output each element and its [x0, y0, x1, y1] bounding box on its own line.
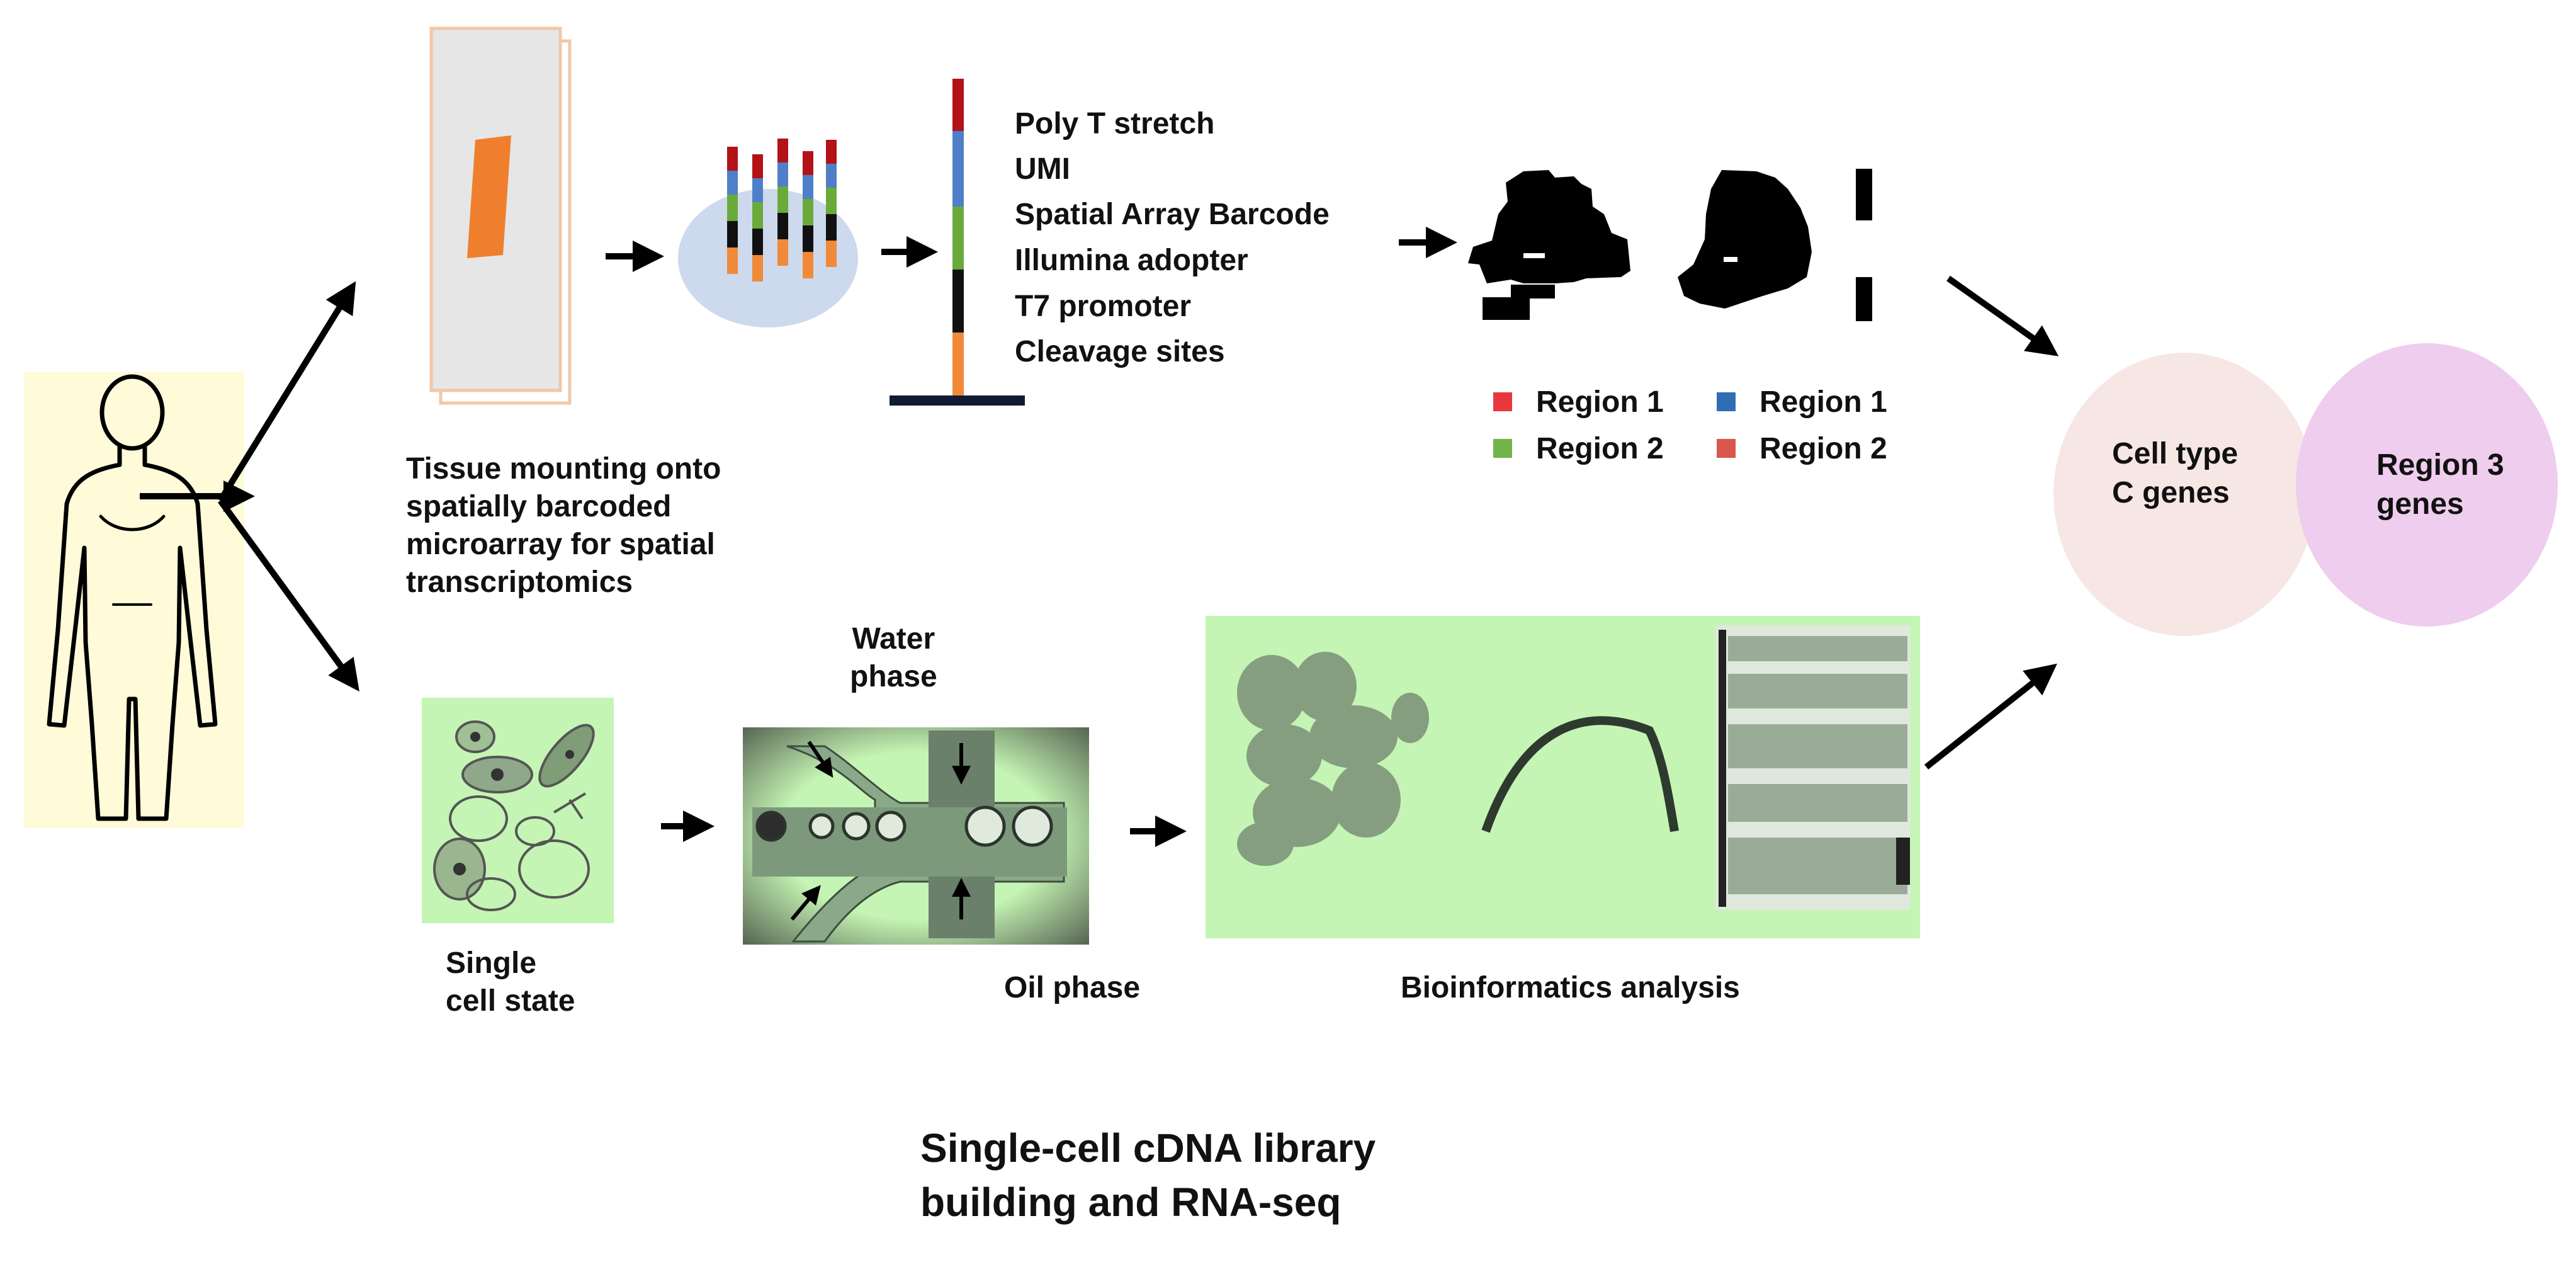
- arrow-to-spatial: [217, 281, 356, 503]
- spatial-map-left: [1468, 170, 1630, 320]
- bioinformatics-panel: [1206, 616, 1920, 938]
- probe-label-cleavage: Cleavage sites: [1015, 335, 1225, 368]
- branch-arrows: [140, 281, 359, 692]
- microfluidic-chip-icon: [743, 727, 1089, 945]
- caption-water-phase: Water phase: [850, 622, 937, 693]
- caption-oil-phase: Oil phase: [1004, 971, 1141, 1004]
- probe-label-t7: T7 promoter: [1015, 290, 1192, 323]
- arrow-to-single-cell: [217, 499, 359, 692]
- legend-swatches: [1493, 392, 1736, 458]
- probe-label-umi: UMI: [1015, 152, 1070, 186]
- legend-swatch-region2-green: [1493, 439, 1512, 458]
- barcode-array-icon: [678, 139, 858, 327]
- caption-tissue-mounting: Tissue mounting onto spatially barcoded …: [406, 452, 721, 599]
- arrow-analysis-to-venn: [1924, 663, 2057, 770]
- top-flow-arrows: [606, 227, 1457, 272]
- legend-label-region2-green: Region 2: [1536, 432, 1664, 465]
- legend-swatch-region1-blue: [1717, 392, 1736, 411]
- probe-label-illumina: Illumina adopter: [1015, 244, 1248, 277]
- heatmap-plot: [1715, 625, 1911, 910]
- legend-swatch-region1-red: [1493, 392, 1512, 411]
- legend-label-region2-salmon: Region 2: [1760, 432, 1887, 465]
- trajectory-plot: [1481, 716, 1679, 833]
- bottom-flow-arrows: [661, 810, 1187, 847]
- caption-single-cell: Single cell state: [446, 946, 575, 1018]
- probe-label-spatial-barcode: Spatial Array Barcode: [1015, 198, 1330, 231]
- spatial-map-right: [1678, 169, 1872, 321]
- caption-library-building: Single-cell cDNA library building and RN…: [920, 1125, 1376, 1225]
- tissue-slide-icon: [429, 26, 572, 405]
- probe-strand-icon: [890, 79, 1025, 406]
- venn-cell-type-circle: [2053, 353, 2315, 636]
- venn-arrows: [1924, 275, 2059, 770]
- arrow-maps-to-venn: [1946, 275, 2059, 356]
- legend-label-region1-red: Region 1: [1536, 385, 1664, 419]
- venn-region3-circle: [2296, 343, 2558, 627]
- probe-label-poly-t: Poly T stretch: [1015, 107, 1215, 140]
- legend-label-region1-blue: Region 1: [1760, 385, 1887, 419]
- venn-label-cell-type: Cell type C genes: [2112, 437, 2239, 510]
- cells-icon: [422, 698, 614, 923]
- caption-bioinformatics: Bioinformatics analysis: [1401, 971, 1740, 1004]
- venn-diagram: [2053, 343, 2558, 636]
- legend-swatch-region2-salmon: [1717, 439, 1736, 458]
- human-figure-icon: [24, 372, 244, 828]
- venn-label-region3: Region 3 genes: [2376, 448, 2504, 521]
- tsne-cluster-plot: [1237, 652, 1429, 866]
